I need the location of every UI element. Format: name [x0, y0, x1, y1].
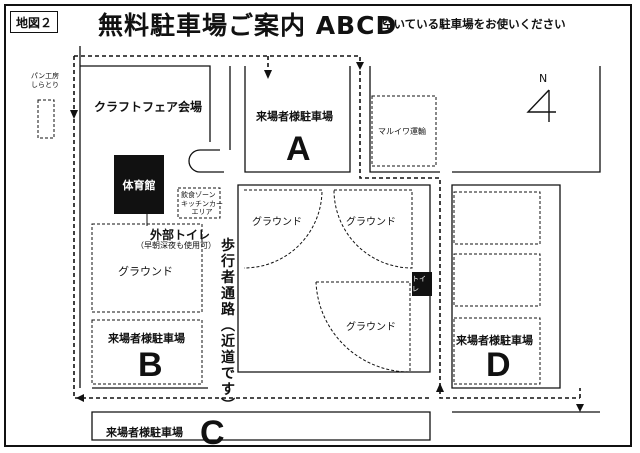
shop-building [37, 99, 55, 139]
parking-a-label: 来場者様駐車場 [256, 110, 333, 123]
turnaround [188, 149, 224, 173]
ground-3-label: グラウンド [346, 217, 396, 228]
ground-2-label: グラウンド [252, 217, 302, 228]
parking-c-letter: C [200, 414, 225, 452]
parking-b-letter: B [138, 346, 163, 384]
parking-c-label: 来場者様駐車場 [106, 426, 183, 439]
craft-fair-label: クラフトフェア会場 [94, 100, 203, 114]
north-label: N [539, 72, 548, 85]
route-arrows [70, 62, 584, 412]
toilet-label: トイレ [412, 272, 432, 296]
shop-label: パン工房 しらとり [30, 72, 60, 89]
parking-d-area [453, 317, 541, 385]
food-zone-area [177, 187, 221, 219]
road-outlines [79, 46, 601, 441]
gym-label: 体育館 [114, 155, 164, 214]
page-subtitle: 空いている駐車場をお使いください [382, 17, 566, 31]
parking-a-block [244, 66, 351, 173]
ground-4-label: グラウンド [346, 322, 396, 333]
parking-b-area [91, 319, 203, 385]
maruiwa-building [371, 95, 437, 167]
parking-b-label: 来場者様駐車場 [108, 332, 185, 345]
food-zone-label: 飲食ゾーン [181, 191, 216, 199]
craft-block [80, 65, 211, 142]
toilet-note-label: （早朝深夜も使用可） [136, 241, 216, 250]
page-title: 無料駐車場ご案内 ABCD [98, 11, 398, 40]
parking-d-block [451, 184, 561, 389]
kitchen-car-label: キッチンカー エリア [181, 200, 223, 216]
north-arrow-icon [526, 89, 556, 122]
pedestrian-walkway-label: 歩 行 者 通 路 ︵ 近 道 で す ︶ [221, 238, 235, 414]
parking-d-label: 来場者様駐車場 [456, 334, 533, 347]
parking-a-letter: A [286, 130, 311, 168]
parking-c-block [91, 411, 431, 441]
grounds-block [237, 184, 431, 373]
map-label: 地図２ [10, 11, 58, 33]
parking-d-letter: D [486, 346, 511, 384]
ground-arcs [243, 189, 413, 373]
maruiwa-label: マルイワ運輸 [378, 127, 426, 136]
outdoor-toilet-label: 外部トイレ [150, 228, 211, 242]
map-frame [4, 4, 632, 447]
ground-1-label: グラウンド [118, 265, 173, 278]
